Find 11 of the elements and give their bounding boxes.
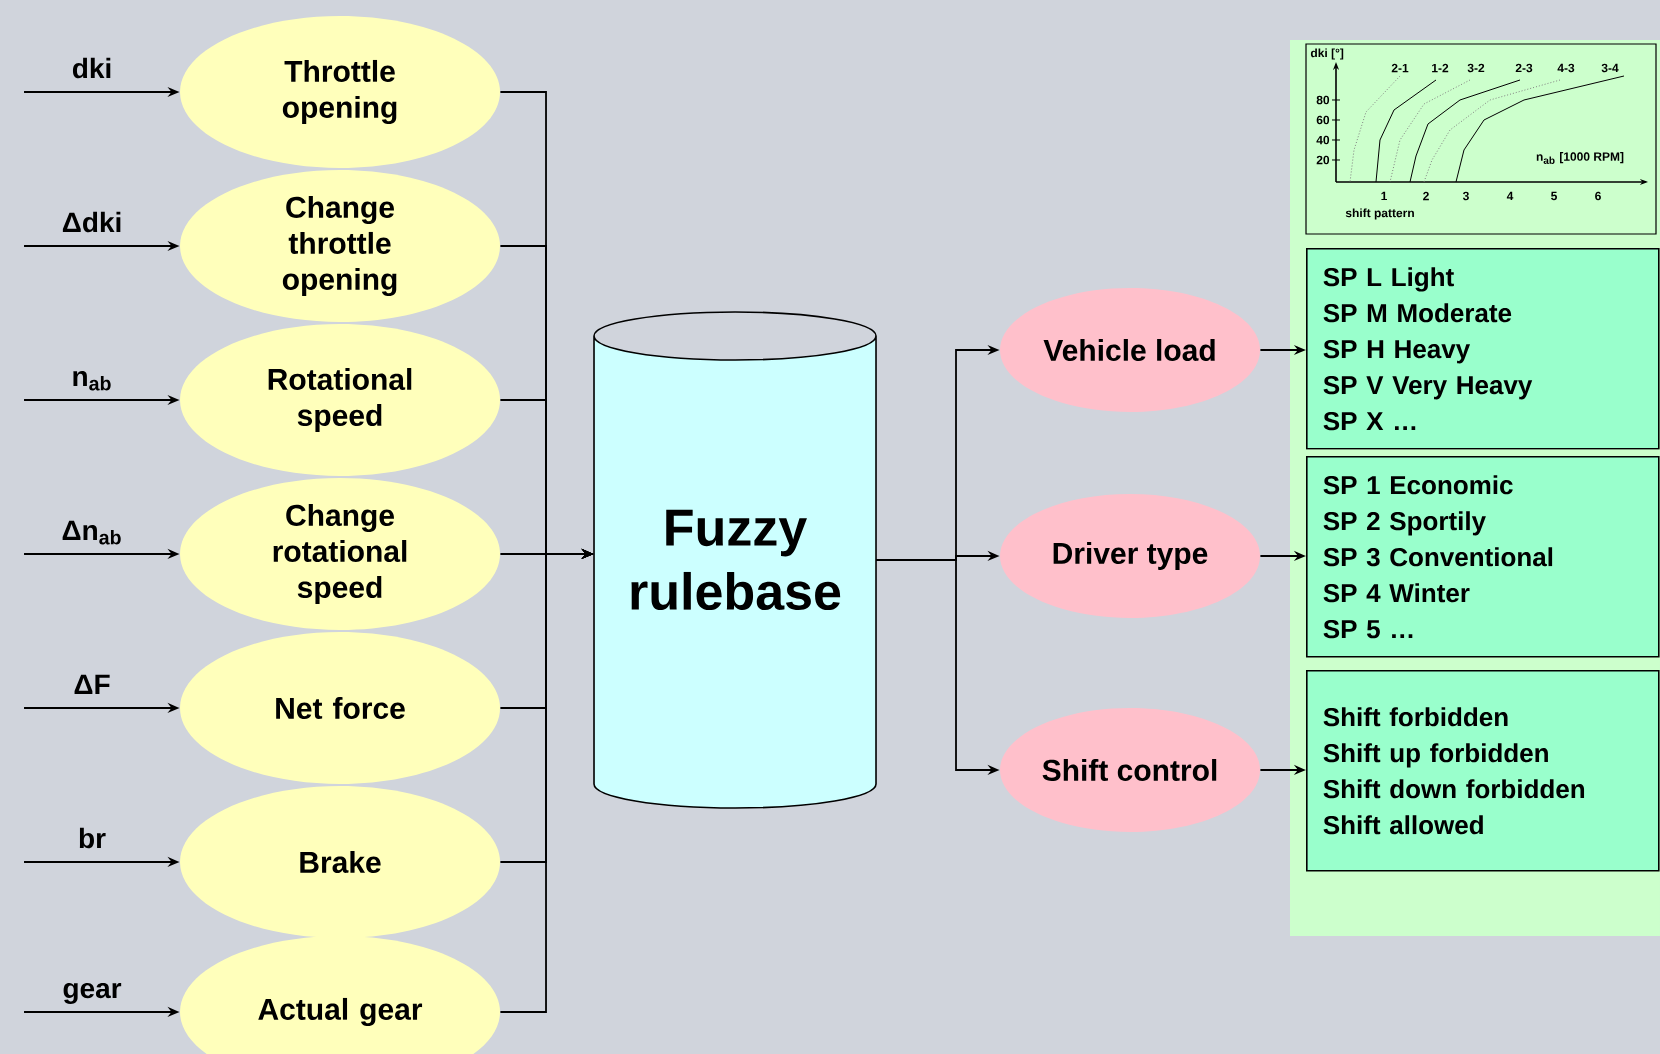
category-box: SP L Light SP M Moderate SP H Heavy SP V Very Heavy SP X …: [1306, 248, 1660, 450]
input-label: ΔF: [74, 674, 110, 694]
input-label: Δdki: [62, 211, 121, 233]
input-label: dki: [72, 57, 111, 79]
input-label: br: [79, 827, 106, 849]
input-label: n$_{ab}$: [73, 370, 111, 391]
category-box: Shift forbidden Shift up forbidden Shift down forbidden Shift allowed: [1306, 670, 1660, 872]
database-cylinder: Fuzzy rulebase: [593, 311, 877, 809]
input-label: gear: [63, 982, 122, 1004]
input-label: Δn$_{ab}$: [62, 520, 121, 545]
category-box: SP 1 Economic SP 2 Sportily SP 3 Conventional SP 4 Winter SP 5 …: [1306, 456, 1660, 658]
